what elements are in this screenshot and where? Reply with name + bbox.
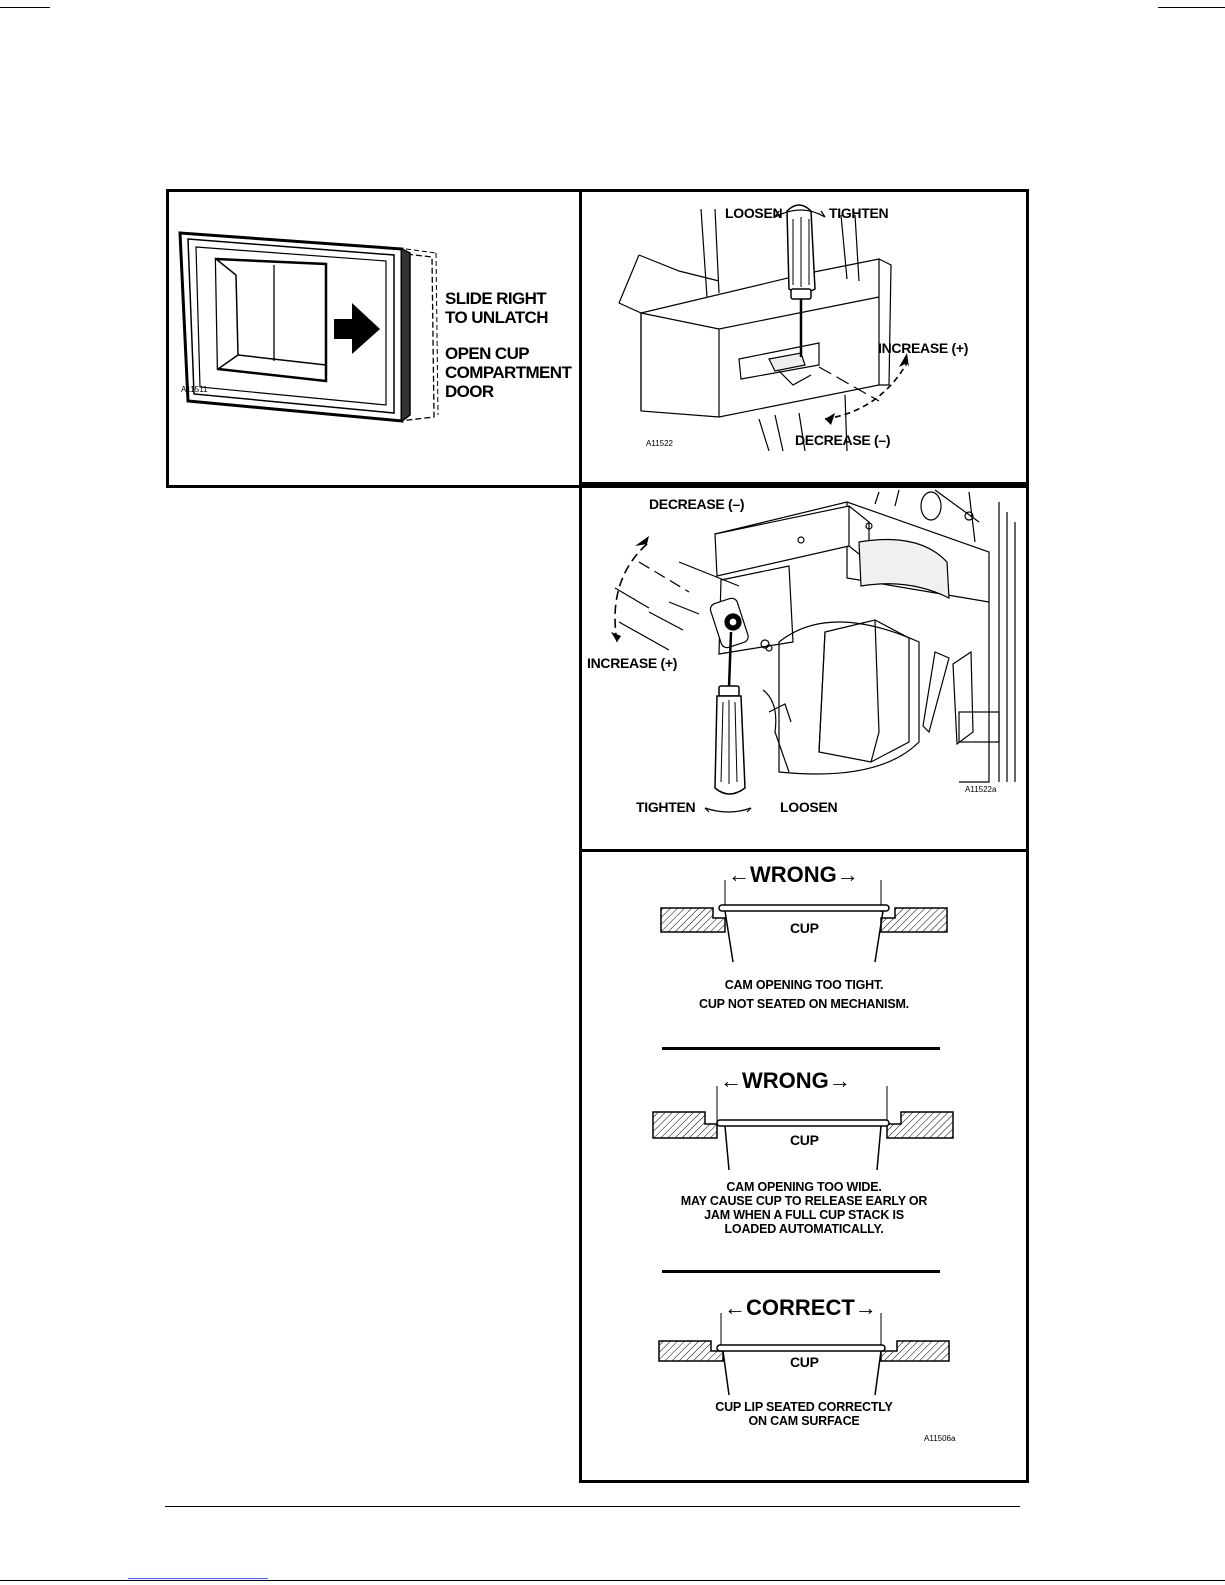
bottom-adjust-illustration — [611, 489, 1016, 813]
decrease-label: DECREASE (–) — [649, 496, 745, 512]
diagram-caption-wide: CAM OPENING TOO WIDE. MAY CAUSE CUP TO R… — [680, 1180, 928, 1236]
loosen-label: LOOSEN — [725, 205, 783, 221]
cup-diagram-correct — [658, 1313, 950, 1396]
crop-mark-top-right — [1158, 7, 1225, 8]
cup-diagram-tight — [660, 880, 948, 963]
link-underline — [128, 1578, 268, 1579]
tighten-label: TIGHTEN — [829, 205, 889, 221]
cup-label: CUP — [790, 1132, 819, 1148]
figure-top-adjust-panel: LOOSEN TIGHTEN INCREASE (+) DECREASE (–)… — [579, 189, 1029, 488]
diagram-heading-tight: ←WRONG→ — [728, 862, 859, 887]
figure-code: A11522a — [965, 785, 997, 794]
divider — [662, 1270, 940, 1273]
decrease-label: DECREASE (–) — [795, 432, 891, 448]
figure-cup-seating-panel: ←WRONG→ CUP CAM OPENING TOO TIGHT. CUP N… — [579, 849, 1029, 1483]
crop-mark-top-left — [0, 7, 50, 8]
diagram-caption-tight: CAM OPENING TOO TIGHT. CUP NOT SEATED ON… — [699, 978, 909, 1011]
divider — [662, 1047, 940, 1050]
diagram-heading-correct: ←CORRECT→ — [724, 1295, 877, 1320]
loosen-label: LOOSEN — [780, 799, 838, 815]
diagram-caption-correct: CUP LIP SEATED CORRECTLY ON CAM SURFACE — [715, 1400, 893, 1428]
diagram-heading-wide: ←WRONG→ — [720, 1068, 851, 1093]
footer-rule — [165, 1506, 1020, 1507]
cup-label: CUP — [790, 920, 819, 936]
figure-code: A11506a — [924, 1434, 956, 1443]
figure-code: A11511 — [181, 385, 208, 394]
crop-mark-bottom — [0, 1580, 1225, 1581]
cup-diagram-wide — [652, 1086, 954, 1171]
open-compartment-label: OPEN CUP COMPARTMENT DOOR — [445, 344, 572, 401]
figure-door-panel: SLIDE RIGHT TO UNLATCH OPEN CUP COMPARTM… — [166, 189, 582, 488]
door-illustration — [178, 231, 439, 423]
top-adjust-illustration — [618, 204, 909, 452]
slide-right-label: SLIDE RIGHT TO UNLATCH — [445, 289, 549, 327]
increase-label: INCREASE (+) — [587, 655, 678, 671]
figure-code: A11522 — [646, 439, 673, 448]
increase-label: INCREASE (+) — [878, 340, 969, 356]
tighten-label: TIGHTEN — [636, 799, 696, 815]
figure-bottom-adjust-panel: DECREASE (–) INCREASE (+) TIGHTEN LOOSEN… — [579, 482, 1029, 852]
cup-label: CUP — [790, 1354, 819, 1370]
